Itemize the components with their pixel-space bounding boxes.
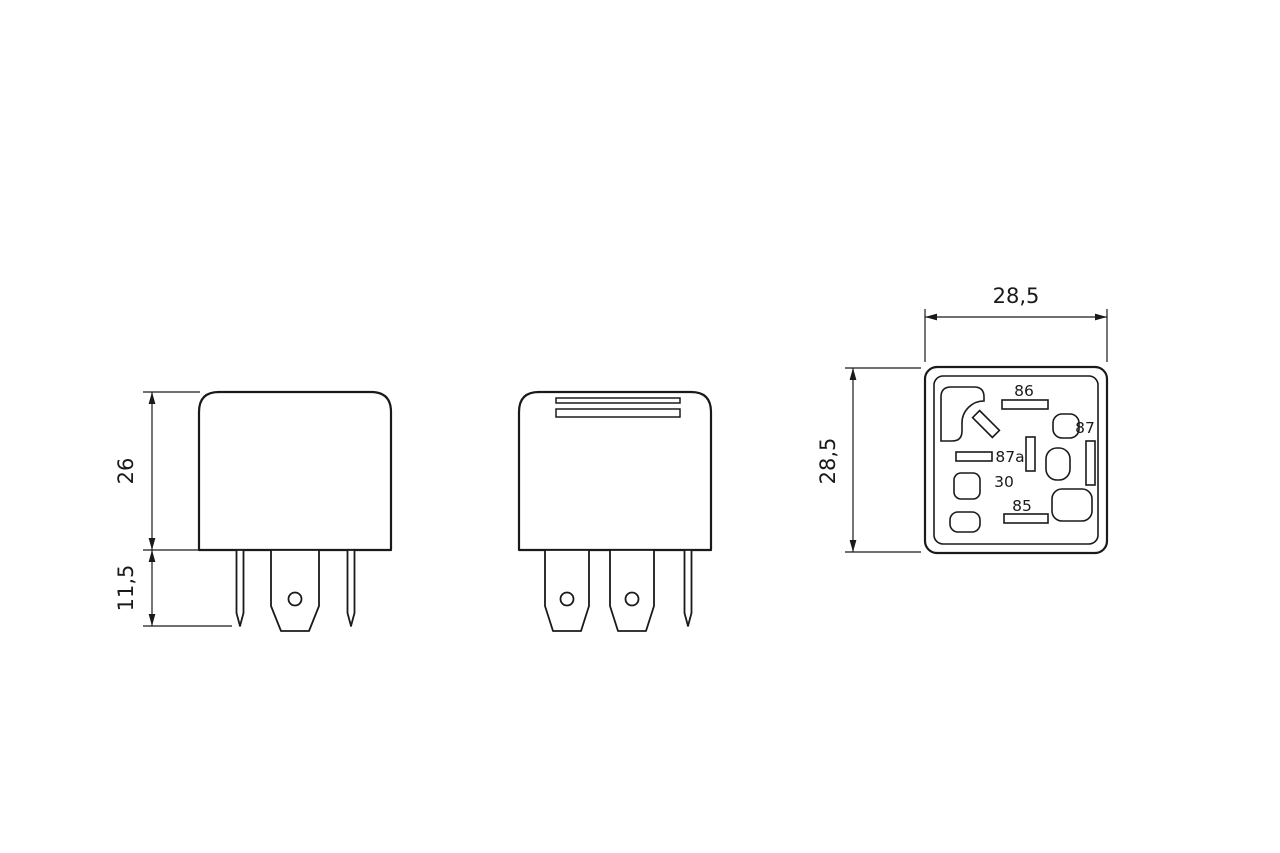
terminal-label-87a: 87a — [995, 448, 1024, 466]
slot-85 — [1003, 513, 1049, 524]
bottom-view: 86 87 87a 30 85 28,5 28,5 — [816, 284, 1109, 555]
label-band-bottom — [555, 408, 681, 418]
dimension-base-width: 28,5 — [924, 284, 1108, 362]
dimension-base-depth: 28,5 — [816, 367, 921, 553]
front-blade-terminal-left — [544, 549, 590, 632]
dim-label-11-5: 11,5 — [114, 565, 138, 612]
slot-86 — [1001, 399, 1049, 410]
keying-feature-oval — [1045, 447, 1071, 481]
relay-body-front — [517, 390, 713, 552]
slot-87 — [1085, 440, 1096, 486]
slot-30 — [1025, 436, 1036, 472]
slot-87a — [955, 451, 993, 462]
blade-hole-right — [624, 591, 640, 607]
dim-label-depth-28-5: 28,5 — [816, 438, 840, 485]
keying-feature-mid-left — [953, 472, 981, 500]
terminal-label-30: 30 — [994, 473, 1014, 491]
dim-label-width-28-5: 28,5 — [993, 284, 1040, 308]
side-view: 26 11,5 — [114, 390, 393, 632]
base-inner — [933, 375, 1099, 545]
side-pin-left — [235, 549, 245, 627]
side-blade-terminal — [270, 549, 320, 632]
side-pin-right — [346, 549, 356, 627]
blade-hole — [287, 591, 303, 607]
front-blade-terminal-right — [609, 549, 655, 632]
dimension-body-height: 26 — [114, 391, 232, 551]
keying-feature-top-left — [940, 386, 985, 442]
terminal-label-86: 86 — [1014, 382, 1034, 400]
label-band-top — [555, 397, 681, 404]
dim-label-26: 26 — [114, 458, 138, 485]
keying-feature-upper-right — [1052, 413, 1080, 439]
angled-slot — [971, 409, 1001, 439]
keying-feature-bottom-right — [1051, 488, 1093, 522]
front-pin-thin — [683, 549, 693, 627]
relay-body-side — [197, 390, 393, 552]
front-view — [517, 390, 713, 632]
keying-feature-bottom-left — [949, 511, 981, 533]
dimension-pin-length: 11,5 — [114, 550, 232, 627]
terminal-label-85: 85 — [1012, 497, 1032, 515]
blade-hole-left — [559, 591, 575, 607]
terminal-label-87: 87 — [1075, 419, 1095, 437]
